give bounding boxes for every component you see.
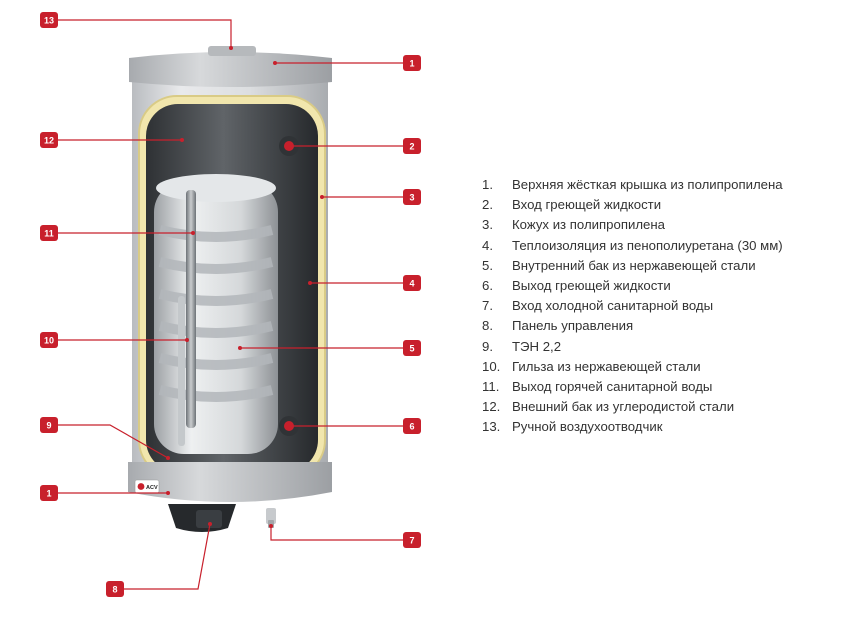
legend-text: Выход греющей жидкости xyxy=(512,278,671,294)
legend-text: Внутренний бак из нержавеющей стали xyxy=(512,257,756,273)
leader-dots xyxy=(166,46,324,528)
legend-number: 7. xyxy=(482,298,493,314)
svg-text:3: 3 xyxy=(409,192,414,202)
legend-text: Вход греющей жидкости xyxy=(512,197,662,213)
legend-item: 3. Кожух из полипропилена xyxy=(476,215,783,235)
callout-5: 5 xyxy=(403,340,421,356)
legend-number: 2. xyxy=(482,197,493,213)
svg-text:6: 6 xyxy=(409,421,414,431)
svg-text:9: 9 xyxy=(46,420,51,430)
legend-number: 5. xyxy=(482,257,493,273)
legend-number: 12. xyxy=(482,399,501,415)
brand-mark: ACV xyxy=(146,485,158,491)
leader-7 xyxy=(270,526,403,541)
callout-13: 13 xyxy=(40,12,58,28)
legend-item: 13. Ручной воздухоотводчик xyxy=(476,417,783,437)
callout-9: 9 xyxy=(40,417,58,433)
legend-text: Верхняя жёсткая крышка из полипропилена xyxy=(512,177,783,192)
legend-number: 13. xyxy=(482,419,501,435)
svg-text:4: 4 xyxy=(409,278,414,288)
leader-8 xyxy=(124,523,211,590)
legend-number: 10. xyxy=(482,358,501,374)
legend-item: 8. Панель управления xyxy=(476,316,783,336)
legend-text: Внешний бак из углеродистой стали xyxy=(512,399,735,415)
legend-item: 12. Внешний бак из углеродистой стали xyxy=(476,397,783,417)
cutaway-section xyxy=(138,95,326,479)
legend-text: Кожух из полипропилена xyxy=(512,217,665,233)
legend-text: Вход холодной санитарной воды xyxy=(512,298,714,314)
legend-number: 11. xyxy=(482,379,500,395)
callout-1-bottom: 1 xyxy=(40,485,58,501)
legend-item: 6. Выход греющей жидкости xyxy=(476,276,783,296)
svg-text:11: 11 xyxy=(44,228,54,238)
leader-lines xyxy=(58,19,403,590)
callout-6: 6 xyxy=(403,418,421,434)
leader-13 xyxy=(58,19,232,48)
svg-text:5: 5 xyxy=(409,343,414,353)
callout-4: 4 xyxy=(403,275,421,291)
svg-text:1: 1 xyxy=(409,58,414,68)
legend-item: 9. ТЭН 2,2 xyxy=(476,337,783,357)
legend-text: Панель управления xyxy=(512,318,634,334)
callout-8: 8 xyxy=(106,581,124,597)
legend-item: 11. Выход горячей санитарной воды xyxy=(476,377,783,397)
leader-9 xyxy=(58,424,169,459)
svg-text:7: 7 xyxy=(409,535,414,545)
legend-item: 1. Верхняя жёсткая крышка из полипропилен… xyxy=(476,175,783,195)
bottom-cover: ACV xyxy=(128,462,332,502)
control-panel xyxy=(168,504,236,532)
legend-number: 8. xyxy=(482,318,493,334)
svg-text:10: 10 xyxy=(44,335,54,345)
callout-12: 12 xyxy=(40,132,58,148)
svg-text:12: 12 xyxy=(44,135,54,145)
legend-text: Теплоизоляция из пенополиуретана (30 мм) xyxy=(512,237,783,253)
legend-text: Ручной воздухоотводчик xyxy=(512,419,663,435)
inner-tank xyxy=(154,174,278,454)
legend-text: ТЭН 2,2 xyxy=(512,338,562,354)
legend-number: 1. xyxy=(482,177,493,192)
callout-3: 3 xyxy=(403,189,421,205)
svg-text:13: 13 xyxy=(44,15,54,25)
svg-text:8: 8 xyxy=(112,584,117,594)
legend-number: 9. xyxy=(482,338,493,354)
legend-item: 2. Вход греющей жидкости xyxy=(476,195,783,215)
callout-badges: 13 1 2 12 3 11 4 10 xyxy=(40,12,421,597)
parts-legend: 1. Верхняя жёсткая крышка из полипропилен… xyxy=(476,175,783,438)
callout-2: 2 xyxy=(403,138,421,154)
svg-text:1: 1 xyxy=(46,488,51,498)
legend-text: Выход горячей санитарной воды xyxy=(512,379,713,395)
callout-1-top: 1 xyxy=(403,55,421,71)
svg-text:2: 2 xyxy=(409,141,414,151)
callout-10: 10 xyxy=(40,332,58,348)
callout-7: 7 xyxy=(403,532,421,548)
legend-number: 6. xyxy=(482,278,493,294)
legend-item: 7. Вход холодной санитарной воды xyxy=(476,296,783,316)
legend-text: Гильза из нержавеющей стали xyxy=(512,358,701,374)
legend-item: 10. Гильза из нержавеющей стали xyxy=(476,357,783,377)
legend-item: 5. Внутренний бак из нержавеющей стали xyxy=(476,256,783,276)
top-cover xyxy=(129,46,332,87)
legend-item: 4. Теплоизоляция из пенополиуретана (30 м… xyxy=(476,236,783,256)
legend-number: 3. xyxy=(482,217,493,233)
legend-number: 4. xyxy=(482,237,493,253)
callout-11: 11 xyxy=(40,225,58,241)
heating-sleeve xyxy=(178,296,185,446)
hot-water-outlet-pipe xyxy=(186,190,196,428)
